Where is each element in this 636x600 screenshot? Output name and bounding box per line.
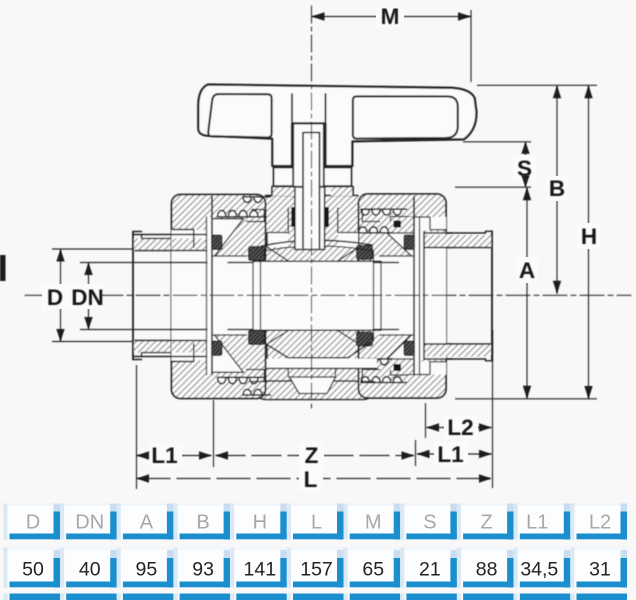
svg-text:Z: Z	[305, 443, 319, 468]
svg-text:D: D	[47, 285, 63, 310]
svg-text:L1: L1	[437, 442, 463, 467]
svg-text:157: 157	[300, 559, 333, 581]
svg-text:DN: DN	[71, 285, 104, 310]
svg-text:34,5: 34,5	[520, 559, 558, 581]
svg-text:M: M	[365, 512, 382, 534]
svg-text:Z: Z	[480, 512, 492, 534]
svg-text:A: A	[519, 258, 535, 283]
svg-text:S: S	[423, 512, 436, 534]
svg-text:L1: L1	[151, 443, 177, 468]
svg-text:B: B	[196, 512, 209, 534]
svg-text:141: 141	[244, 559, 277, 581]
svg-text:S: S	[517, 156, 532, 181]
svg-text:65: 65	[362, 559, 384, 581]
svg-text:L: L	[304, 467, 318, 492]
svg-text:95: 95	[136, 559, 158, 581]
svg-text:L2: L2	[447, 415, 473, 440]
svg-text:DN: DN	[75, 512, 104, 534]
svg-text:H: H	[581, 224, 597, 249]
svg-text:M: M	[381, 4, 400, 29]
svg-text:A: A	[140, 512, 154, 534]
svg-text:D: D	[26, 512, 40, 534]
svg-text:40: 40	[79, 559, 101, 581]
svg-text:B: B	[549, 176, 565, 201]
svg-text:31: 31	[589, 559, 611, 581]
svg-text:L1: L1	[526, 512, 548, 534]
svg-text:88: 88	[476, 559, 498, 581]
svg-text:93: 93	[192, 559, 214, 581]
svg-text:H: H	[253, 512, 267, 534]
svg-text:L2: L2	[589, 512, 611, 534]
svg-text:21: 21	[419, 559, 441, 581]
svg-text:50: 50	[22, 559, 44, 581]
svg-text:L: L	[311, 512, 322, 534]
